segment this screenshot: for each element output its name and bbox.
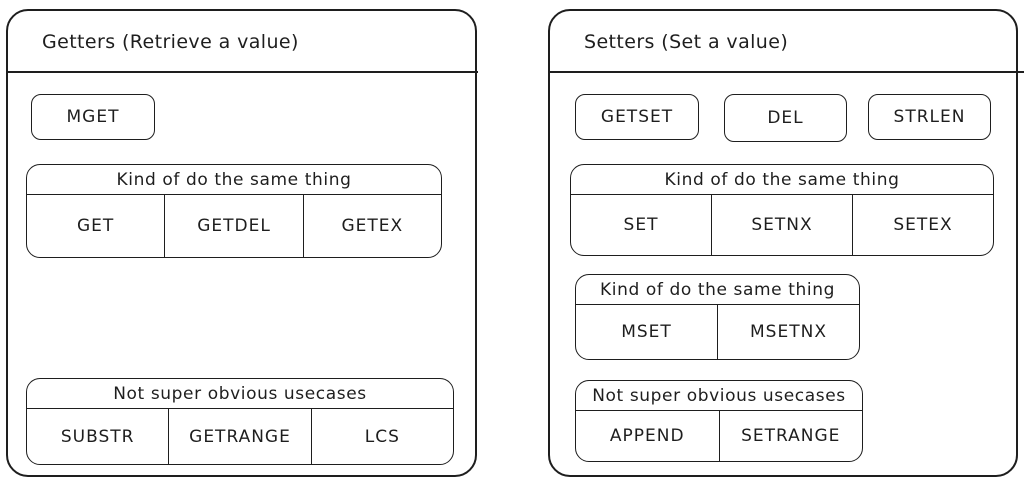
get-cell: GET [77,216,115,236]
setrange-cell: SETRANGE [718,411,863,461]
setters-header-divider [548,71,1024,73]
substr-cell: SUBSTR [60,426,135,447]
getters-panel: Getters (Retrieve a value) [6,9,477,477]
del-box: DEL [724,94,847,142]
setters-same-thing-group: Kind of do the same thing SET SETNX SETE… [570,164,994,256]
group-label: Not super obvious usecases [27,379,453,409]
setnx-cell: SETNX [711,195,852,255]
getters-title: Getters (Retrieve a value) [42,31,299,53]
msetnx-cell: MSETNX [717,305,859,359]
group-label: Kind of do the same thing [27,165,441,195]
getset-box: GETSET [575,94,699,140]
group-label: Kind of do the same thing [576,275,859,305]
group-label: Not super obvious usecases [576,381,862,411]
setters-panel: Setters (Set a value) [548,9,1018,477]
set-cell: SET [623,215,659,235]
setters-multi-group: Kind of do the same thing MSET MSETNX [575,274,860,360]
lcs-cell: LCS [310,409,453,464]
setters-usecases-group: Not super obvious usecases APPEND SETRAN… [575,380,863,462]
group-label: Kind of do the same thing [571,165,993,195]
setex-cell: SETEX [852,195,993,255]
getters-same-thing-group: Kind of do the same thing GET GETDEL GET… [26,164,442,258]
getters-usecases-group: Not super obvious usecases SUBSTR GETRAN… [26,378,454,465]
mget-box: MGET [31,94,155,140]
mset-cell: MSET [621,322,672,342]
getdel-cell: GETDEL [164,195,302,257]
getex-cell: GETEX [302,195,441,257]
getters-header-divider [6,71,478,73]
getrange-cell: GETRANGE [168,409,310,464]
strlen-box: STRLEN [868,94,991,140]
append-cell: APPEND [609,426,685,446]
setters-title: Setters (Set a value) [584,31,789,53]
